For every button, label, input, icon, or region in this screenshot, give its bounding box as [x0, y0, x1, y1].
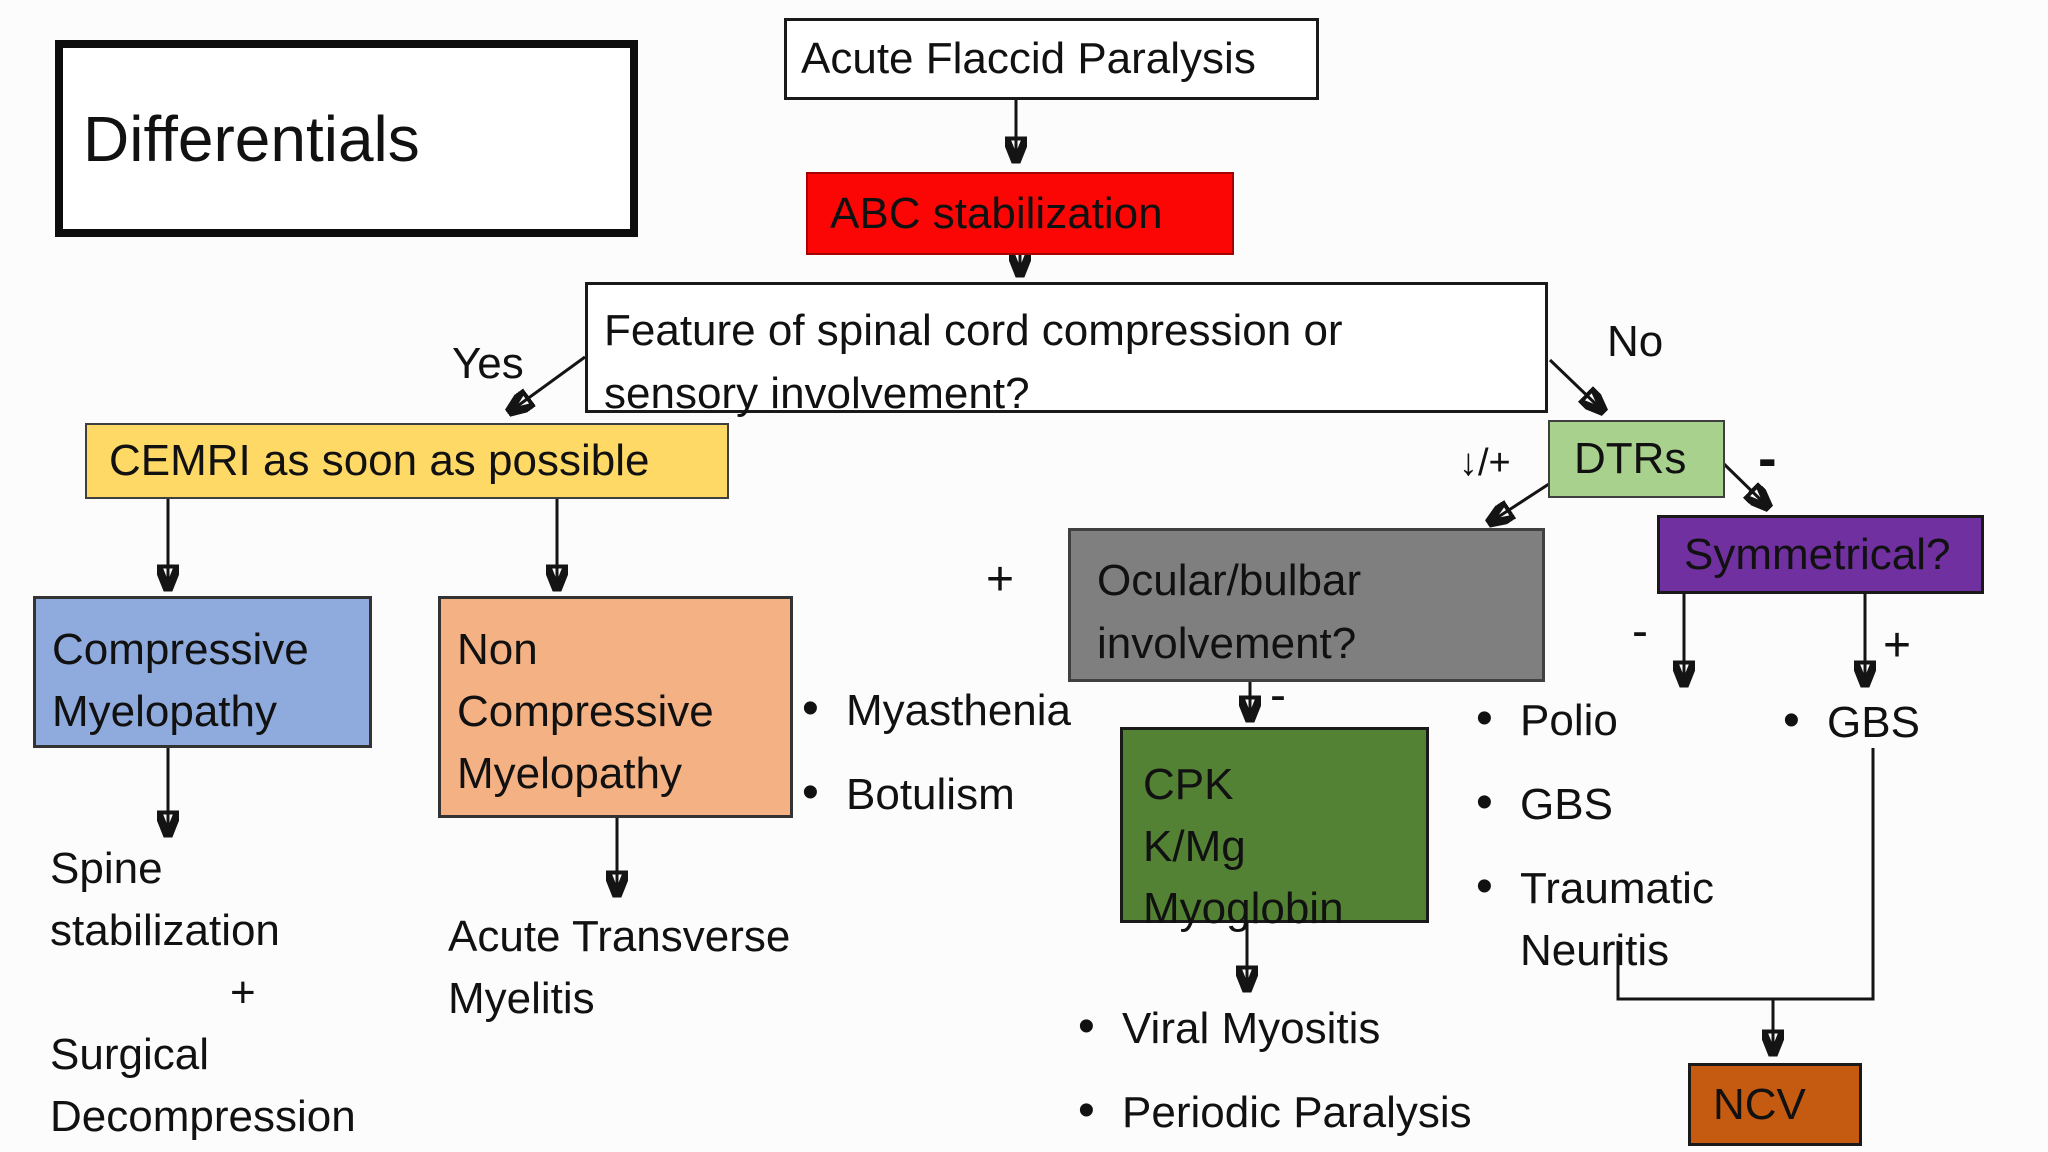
- list-item: Botulism: [802, 762, 1071, 826]
- edge-label-dtrs-decreased-or-plus: ↓/+: [1459, 442, 1511, 484]
- list-item: Polio: [1476, 688, 1770, 752]
- node-abc-stabilization: ABC stabilization: [806, 172, 1234, 255]
- text-compressive-plan: Spine stabilization + Surgical Decompres…: [50, 838, 356, 1148]
- node-symmetrical-question: Symmetrical?: [1657, 515, 1984, 594]
- list-item: Myasthenia: [802, 678, 1071, 742]
- node-non-compressive-myelopathy: Non Compressive Myelopathy: [438, 596, 793, 818]
- edge-label-ocular-plus: +: [986, 553, 1015, 606]
- slide-title: Differentials: [83, 102, 420, 175]
- text-acute-transverse-myelitis: Acute Transverse Myelitis: [448, 906, 790, 1030]
- text-line: Spine: [50, 844, 163, 893]
- node-spinal-compression-question: Feature of spinal cord compression or se…: [585, 282, 1548, 418]
- node-label: CEMRI as soon as possible: [109, 436, 650, 485]
- node-line: Ocular/bulbar: [1097, 556, 1362, 605]
- text-line: Myelitis: [448, 974, 595, 1023]
- node-line: K/Mg: [1143, 822, 1246, 871]
- text-line: +: [230, 968, 256, 1017]
- edge-label-no: No: [1607, 317, 1664, 366]
- list-item: Traumatic Neuritis: [1476, 856, 1770, 982]
- node-line: sensory involvement?: [604, 369, 1030, 418]
- node-label: Symmetrical?: [1684, 529, 1951, 579]
- list-item: Periodic Paralysis: [1078, 1080, 1472, 1144]
- node-line: Compressive: [457, 687, 714, 736]
- node-differentials-title: Differentials: [55, 40, 638, 237]
- node-line: Compressive: [52, 625, 309, 674]
- text-line: Acute Transverse: [448, 912, 791, 961]
- node-compressive-myelopathy: Compressive Myelopathy: [33, 596, 372, 748]
- list-ocular-positive-ddx: Myasthenia Botulism: [800, 678, 1071, 848]
- node-label: ABC stabilization: [830, 188, 1163, 238]
- node-ocular-bulbar-question: Ocular/bulbar involvement?: [1068, 528, 1545, 682]
- node-dtrs: DTRs: [1548, 420, 1725, 498]
- node-acute-flaccid-paralysis: Acute Flaccid Paralysis: [784, 18, 1319, 100]
- list-item: Viral Myositis: [1078, 996, 1472, 1060]
- arrow-question-no-to-dtrs: [1548, 358, 1601, 409]
- list-symmetrical-positive-ddx: GBS: [1781, 690, 1920, 776]
- edge-label-symmetrical-plus: +: [1883, 619, 1912, 672]
- list-symmetrical-negative-ddx: Polio GBS Traumatic Neuritis: [1474, 688, 1770, 1004]
- node-label: Acute Flaccid Paralysis: [801, 34, 1256, 83]
- node-line: Feature of spinal cord compression or: [604, 306, 1343, 355]
- node-labs-cpk-k-mg-myoglobin: CPK K/Mg Myoglobin: [1120, 727, 1429, 933]
- text-line: stabilization: [50, 906, 280, 955]
- node-label: NCV: [1713, 1079, 1806, 1129]
- node-label: DTRs: [1574, 434, 1687, 483]
- list-item: GBS: [1783, 690, 1920, 754]
- arrow-dtrs-to-ocular: [1492, 480, 1553, 521]
- edge-label-symmetrical-minus: -: [1632, 605, 1648, 658]
- node-line: CPK: [1143, 760, 1234, 809]
- edge-label-ocular-minus: -: [1270, 669, 1286, 722]
- list-item: GBS: [1476, 772, 1770, 836]
- node-cemri: CEMRI as soon as possible: [85, 423, 729, 499]
- edge-label-yes: Yes: [452, 339, 524, 388]
- node-line: Myelopathy: [52, 687, 278, 736]
- node-line: Myoglobin: [1143, 884, 1344, 933]
- text-line: Decompression: [50, 1092, 356, 1141]
- node-ncv: NCV: [1688, 1063, 1862, 1146]
- list-labs-ddx: Viral Myositis Periodic Paralysis: [1076, 996, 1472, 1152]
- edge-label-dtrs-minus: -: [1758, 426, 1777, 489]
- node-line: Myelopathy: [457, 749, 683, 798]
- text-line: Surgical: [50, 1030, 209, 1079]
- node-line: involvement?: [1097, 619, 1357, 668]
- node-line: Non: [457, 625, 538, 674]
